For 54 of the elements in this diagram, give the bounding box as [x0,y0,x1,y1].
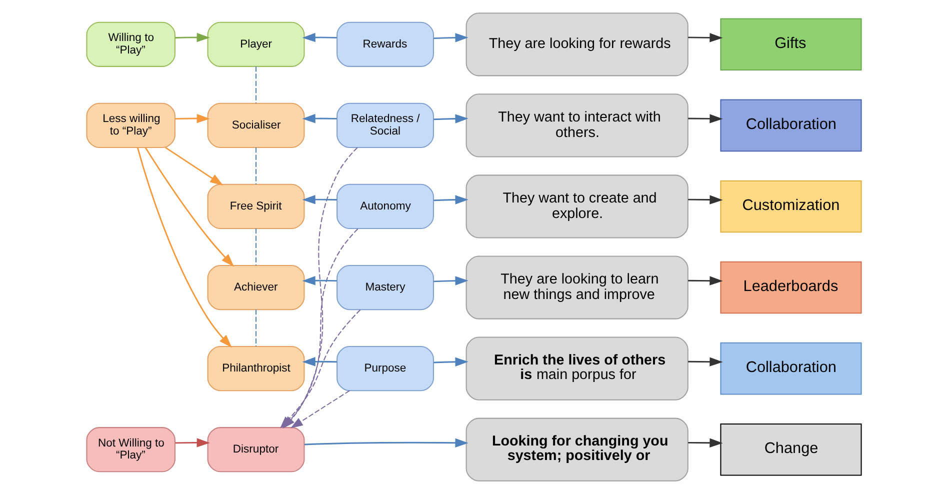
node-box: Mastery [336,264,434,310]
arrow [434,114,468,123]
node-box: Player [207,21,305,66]
node-box: Leaderboards [720,260,862,314]
arrow [302,194,337,204]
node-box: Rewards [336,21,434,66]
node-box: Relatedness / Social [336,102,434,148]
node-box: They are looking to learn new things and improve [466,255,688,319]
arrow [175,32,210,42]
arrow [688,194,723,204]
node-box: Looking for changing you system; positively or [466,417,688,481]
arrow [434,32,468,42]
node-box: Willing to “Play” [86,21,176,66]
arrow [290,390,350,428]
arrow [144,146,234,266]
node-box: They want to create and explore. [466,174,688,238]
node-box: Collaboration [720,342,862,394]
arrow [688,114,723,123]
arrow [688,438,723,447]
node-box: Disruptor [207,426,305,472]
connector [256,228,257,265]
arrow [688,356,723,366]
node-box: Socialiser [207,102,305,148]
connector [256,309,257,346]
node-box: Purpose [336,346,434,391]
arrow [175,438,210,447]
arrow [434,276,468,285]
node-box: Free Spirit [207,183,305,229]
arrow [688,32,723,42]
connector [256,66,257,103]
arrow [302,356,337,366]
arrow [302,113,337,123]
arrow [302,32,337,42]
node-box: Change [720,422,862,476]
node-box: Customization [720,180,862,232]
node-box: Collaboration [720,98,862,152]
arrow [302,276,337,285]
node-box: Enrich the lives of others is main porpus for [466,336,688,400]
node-box: Achiever [207,264,305,310]
node-box: Less willing to “Play” [86,102,176,148]
node-box: Autonomy [336,183,434,229]
node-box: They are looking for rewards [466,12,688,76]
arrow [165,146,224,186]
node-box: Not Willing to “Play” [86,426,176,472]
node-box: Philanthropist [207,346,305,391]
arrow [136,146,232,348]
node-box: Gifts [720,18,862,70]
connector [256,147,257,184]
arrow [304,438,468,447]
node-box: They want to interact with others. [466,93,688,157]
arrow [175,113,210,123]
arrow [434,194,468,204]
arrow [688,276,723,285]
arrow [434,356,468,366]
